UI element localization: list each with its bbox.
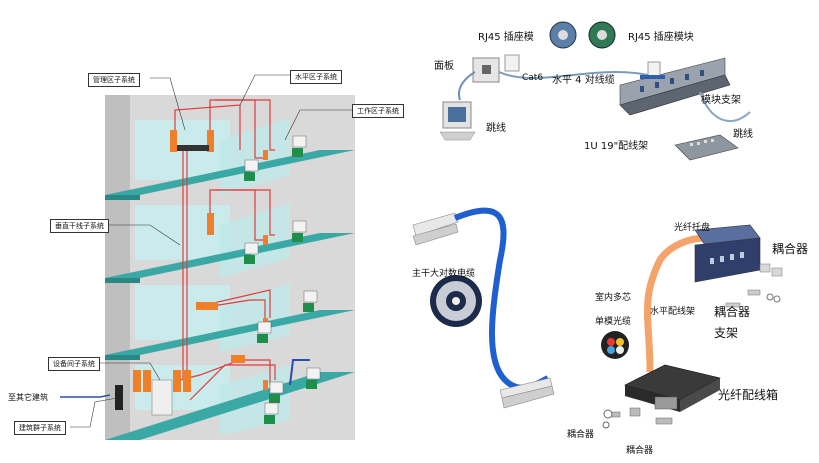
building-illustration (60, 74, 355, 440)
patch-panel (263, 235, 268, 245)
horizontal-frame-icon (694, 237, 761, 283)
label-coupler-bottom-right: 耦合器 (626, 446, 654, 456)
label-coupler-bracket-line2: 支架 (714, 326, 739, 340)
label-horizontal-frame: 水平配线架 (650, 307, 696, 317)
label-campus-subsystem: 建筑群子系统 (14, 421, 66, 435)
label-fiber-box: 光纤配线箱 (718, 388, 779, 402)
label-trunk-cable: 主干大对数电缆 (412, 269, 476, 279)
label-horizontal-subsystem: 水平区子系统 (290, 70, 342, 84)
module-bracket-icon (640, 75, 665, 79)
label-patch-cord-left: 跳线 (486, 123, 506, 134)
cabling-routes (174, 99, 276, 401)
patch-panel (143, 370, 151, 392)
switch-icon (674, 134, 739, 161)
patch-panel (170, 130, 177, 152)
fiber-cable-cross-section-icon (601, 331, 629, 359)
label-admin-subsystem: 管理区子系统 (88, 73, 140, 87)
floor-slab-4 (105, 150, 355, 195)
fiber-cable-line (644, 234, 706, 373)
label-work-area-subsystem: 工作区子系统 (352, 104, 404, 118)
label-rj45-module-left: RJ45 插座模 (478, 32, 534, 43)
workstation (269, 381, 284, 403)
label-coupler-bottom-left: 耦合器 (567, 430, 595, 440)
label-single-mode-fiber: 单模光缆 (595, 317, 632, 327)
patch-panel (263, 380, 268, 390)
workstation (264, 402, 279, 424)
patch-panel (263, 150, 268, 160)
rj45-module-icon (504, 54, 520, 72)
building-side-wall (105, 95, 130, 440)
patch-panels (133, 130, 268, 392)
label-equipment-room-subsystem: 设备间子系统 (48, 357, 100, 371)
floor-slab-2 (105, 310, 355, 355)
workstation (292, 135, 307, 157)
entrance-panel (115, 385, 123, 410)
patch-panel (196, 302, 218, 310)
patch-panel (183, 370, 191, 392)
leader-lines (70, 74, 352, 428)
switch (177, 145, 209, 151)
fiber-cabling-illustration (412, 207, 783, 429)
label-backbone-subsystem: 垂直干线子系统 (50, 219, 109, 233)
copper-cabling-illustration (439, 21, 751, 161)
label-to-other-building: 至其它建筑 (8, 393, 48, 402)
label-cat6: Cat6 (522, 73, 544, 83)
workstation (292, 220, 307, 242)
patch-panel (173, 370, 181, 392)
label-faceplate: 面板 (434, 61, 454, 72)
fiber-box-icon (624, 364, 721, 412)
patch-panel (207, 213, 214, 235)
label-horizontal-4pair-cable: 水平 4 对线缆 (552, 75, 615, 86)
partition-floor2 (220, 283, 290, 352)
workstations (244, 135, 321, 424)
floor-slab-1 (105, 372, 355, 440)
label-rj45-module-right: RJ45 插座模块 (628, 32, 694, 43)
coupler-icons (602, 407, 673, 429)
label-module-bracket: 模块支架 (701, 95, 741, 106)
workstation (306, 367, 321, 389)
workstation (244, 159, 259, 181)
label-1u-19-rack: 1U 19"配线架 (584, 141, 649, 152)
floor-slab-3 (105, 233, 355, 278)
trunk-patch-panel-icon (412, 212, 459, 246)
patch-panel (231, 355, 245, 363)
patch-panel (133, 370, 141, 392)
label-coupler-top: 耦合器 (772, 242, 809, 256)
equipment-rack (151, 379, 173, 416)
faceplate-icon (472, 57, 500, 83)
label-fiber-tray: 光纤托盘 (674, 223, 711, 233)
coupler-icons (725, 263, 783, 308)
entrance-cable (60, 394, 111, 398)
horizontal-cable-line (498, 71, 661, 79)
workstation (257, 321, 272, 343)
label-coupler-bracket-line1: 耦合器 (714, 305, 751, 319)
patch-panel (207, 130, 214, 152)
workstation (244, 242, 259, 264)
label-patch-cord-right: 跳线 (733, 129, 753, 140)
label-indoor-multicore: 室内多芯 (595, 293, 632, 303)
outlet-cable (289, 359, 310, 386)
workstation (303, 290, 318, 312)
